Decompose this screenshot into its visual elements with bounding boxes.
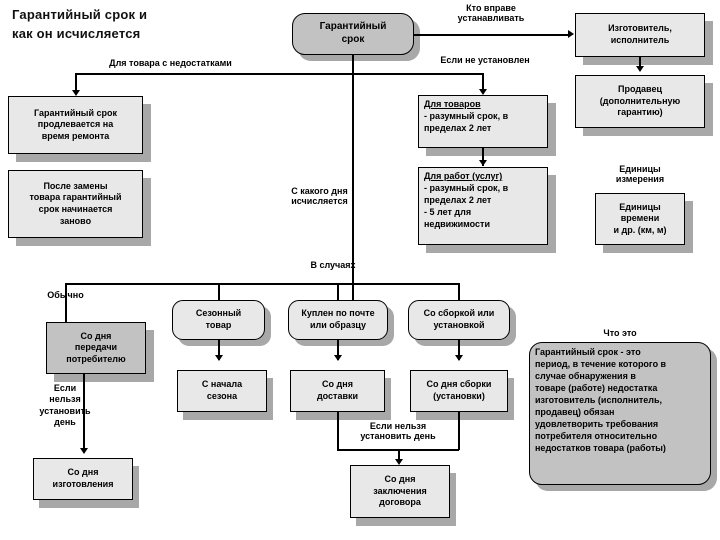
edge-manufacturer-to-seller — [639, 57, 641, 70]
edge-branch-assembly — [458, 283, 460, 300]
arrow-to-goods-terms — [479, 89, 487, 95]
edge-root-to-manufacturer — [414, 34, 569, 36]
edge-branch-seasonal — [218, 283, 220, 300]
edge-branch-mail-order — [337, 283, 339, 300]
edge-branch-usually — [65, 283, 67, 324]
box-manufacturer[interactable]: Изготовитель, исполнитель — [575, 13, 705, 57]
definition-line-4: товаре (работе) недостатка — [535, 382, 658, 393]
label-if-cannot-set-day-left: Если нельзя установить день — [39, 383, 91, 427]
box-day-of-transfer[interactable]: Со дня передачи потребителю — [46, 322, 146, 374]
label-in-cases: В случаях — [310, 260, 356, 270]
label-from-what-day: С какого дня исчисляется — [291, 186, 348, 207]
works-terms-line-2: пределах 2 лет — [424, 194, 492, 205]
box-warranty-extended[interactable]: Гарантийный срок продлевается на время р… — [8, 96, 143, 154]
page-title: Гарантийный срок и как он исчисляется — [12, 7, 148, 41]
edge-root-to-left-branch — [75, 73, 352, 75]
arrow-to-works-terms — [479, 160, 487, 166]
edge-label-who-sets: Кто вправе устанавливать — [457, 3, 525, 24]
box-units-of-time[interactable]: Единицы времени и др. (км, м) — [595, 193, 685, 245]
edge-transfer-to-manufacture-day — [83, 374, 85, 452]
edge-label-if-not-set: Если не установлен — [440, 55, 530, 65]
box-works-terms[interactable]: Для работ (услуг) - разумный срок, в пре… — [418, 167, 548, 245]
definition-line-9: недостатков товара (работы) — [535, 442, 666, 453]
edge-label-defective-goods: Для товара с недостатками — [109, 58, 232, 68]
box-with-assembly[interactable]: Со сборкой или установкой — [408, 300, 510, 340]
box-season-start[interactable]: С начала сезона — [177, 370, 267, 412]
works-terms-line-1: - разумный срок, в — [424, 182, 509, 193]
arrow-to-season-start — [215, 355, 223, 361]
edge-goods-to-works — [482, 148, 484, 166]
box-definition[interactable]: Гарантийный срок - это период, в течение… — [529, 342, 711, 485]
works-terms-line-3: - 5 лет для — [424, 206, 472, 217]
box-contract-day[interactable]: Со дня заключения договора — [350, 465, 450, 518]
edge-root-spine — [352, 55, 354, 300]
arrow-to-warranty-extended — [72, 90, 80, 96]
edge-cases-fanout-bar — [65, 283, 459, 285]
box-goods-terms[interactable]: Для товаров - разумный срок, в пределах … — [418, 95, 548, 148]
goods-terms-line-1: - разумный срок, в — [424, 110, 509, 121]
definition-line-8: потребителя относительно — [535, 430, 658, 441]
arrow-to-seller — [636, 66, 644, 72]
arrow-to-contract-day — [395, 459, 403, 465]
box-seasonal-goods[interactable]: Сезонный товар — [172, 300, 265, 340]
box-delivery-day[interactable]: Со дня доставки — [290, 370, 385, 412]
box-seller[interactable]: Продавец (дополнительную гарантию) — [575, 75, 705, 128]
definition-line-6: продавец) обязан — [535, 406, 615, 417]
goods-terms-line-2: пределах 2 лет — [424, 122, 492, 133]
edge-root-to-terms — [352, 73, 483, 75]
arrow-to-assembly-day — [455, 355, 463, 361]
edge-seasonal-to-season-start — [218, 340, 220, 360]
definition-line-5: изготовитель (исполнитель, — [535, 394, 663, 405]
label-what-is-it: Что это — [603, 328, 637, 338]
edge-assembly-to-assembly-day — [458, 340, 460, 360]
works-terms-line-4: недвижимости — [424, 218, 490, 229]
label-if-cannot-set-day-mid: Если нельзя установить день — [360, 421, 436, 442]
definition-line-3: случае обнаружения в — [535, 370, 636, 381]
edge-mail-to-delivery — [337, 340, 339, 360]
edge-terms-drop — [482, 73, 484, 93]
box-mail-order[interactable]: Куплен по почте или образцу — [288, 300, 388, 340]
box-manufacture-day[interactable]: Со дня изготовления — [33, 458, 133, 500]
edge-left-branch-drop — [75, 73, 77, 93]
arrow-to-manufacturer — [568, 30, 574, 38]
definition-line-1: Гарантийный срок - это — [535, 347, 641, 357]
goods-terms-heading: Для товаров — [424, 99, 481, 109]
definition-line-7: удовлетворить требования — [535, 418, 659, 429]
label-units-of-measure: Единицы измерения — [615, 164, 665, 185]
root-node[interactable]: Гарантийный срок — [292, 13, 414, 55]
box-warranty-restart[interactable]: После замены товара гарантийный срок нач… — [8, 170, 143, 238]
edge-delivery-down — [337, 412, 339, 450]
edge-merge-to-contract — [398, 449, 400, 463]
works-terms-heading: Для работ (услуг) — [424, 171, 503, 181]
box-assembly-day[interactable]: Со дня сборки (установки) — [410, 370, 508, 412]
arrow-to-manufacture-day — [80, 448, 88, 454]
edge-assembly-down — [458, 412, 460, 450]
arrow-to-delivery-day — [334, 355, 342, 361]
definition-line-2: период, в течение которого в — [535, 358, 667, 369]
